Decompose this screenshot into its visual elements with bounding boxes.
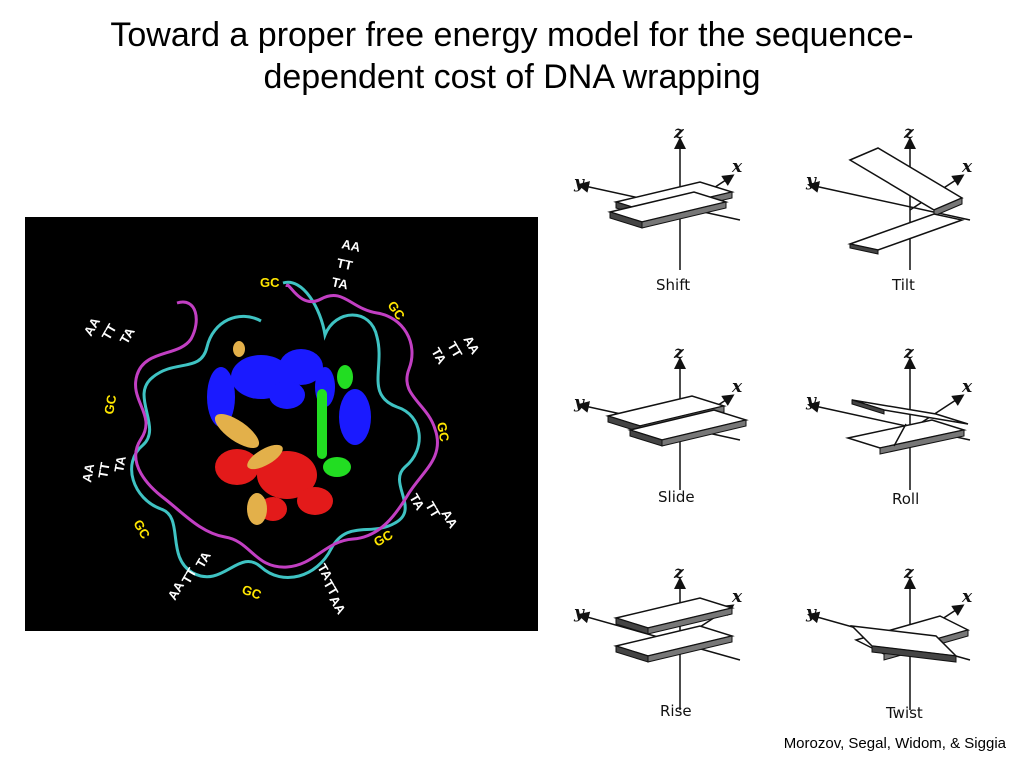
label-ta-left-lower: TA bbox=[111, 454, 129, 473]
rise-diagram: z y x Rise bbox=[573, 563, 743, 720]
label-ta-bottom-right: TA bbox=[314, 561, 335, 583]
slide-z-label: z bbox=[673, 343, 684, 363]
label-tt-left: TT bbox=[99, 321, 120, 342]
slide-x-label: x bbox=[731, 377, 743, 397]
label-gc-left: GC bbox=[101, 393, 119, 415]
label-tt-bottom-left: TT bbox=[179, 565, 200, 586]
label-gc-upper-right: GC bbox=[385, 298, 409, 323]
label-ta-left: TA bbox=[117, 324, 138, 346]
shift-z-label: z bbox=[673, 123, 684, 143]
dna-strand-cyan bbox=[130, 280, 421, 579]
slide-diagram: z y x Slide bbox=[573, 343, 749, 506]
twist-z-label: z bbox=[903, 563, 914, 583]
slide-label: Slide bbox=[658, 488, 695, 506]
label-ta-right-lower: TA bbox=[406, 491, 427, 513]
rise-label: Rise bbox=[660, 702, 692, 720]
roll-diagram: z y x Roll bbox=[805, 343, 973, 508]
label-tt-right-lower: TT bbox=[422, 499, 443, 520]
roll-label: Roll bbox=[892, 490, 919, 508]
nucleosome-image: AA TT TA GC GC AA TT TA AA TT TA GC GC A… bbox=[25, 217, 538, 631]
twist-diagram: z y x Twist bbox=[805, 563, 973, 722]
roll-y-label: y bbox=[805, 391, 817, 411]
shift-label: Shift bbox=[656, 276, 690, 294]
rise-z-label: z bbox=[673, 563, 684, 583]
label-ta-top: TA bbox=[330, 274, 350, 292]
label-gc-lower-left: GC bbox=[130, 517, 153, 542]
label-ta-bottom-left: TA bbox=[193, 548, 214, 570]
shift-x-label: x bbox=[731, 157, 743, 177]
label-aa-left-lower: AA bbox=[79, 462, 97, 484]
slide-title: Toward a proper free energy model for th… bbox=[0, 14, 1024, 98]
tilt-label: Tilt bbox=[891, 276, 915, 294]
title-line-2: dependent cost of DNA wrapping bbox=[263, 58, 761, 96]
histone-blue bbox=[207, 349, 371, 445]
label-tt-top: TT bbox=[335, 255, 354, 273]
twist-y-label: y bbox=[805, 603, 817, 623]
label-aa-top: AA bbox=[340, 236, 362, 255]
label-gc-right: GC bbox=[434, 421, 452, 443]
tilt-y-label: y bbox=[805, 171, 817, 191]
label-gc-bottom: GC bbox=[240, 582, 264, 603]
label-aa-right: AA bbox=[460, 333, 483, 357]
label-tt-bottom-right: TT bbox=[320, 577, 341, 598]
slide-y-label: y bbox=[573, 393, 585, 413]
author-credit: Morozov, Segal, Widom, & Siggia bbox=[783, 735, 1006, 752]
label-tt-right: TT bbox=[444, 339, 465, 360]
roll-x-label: x bbox=[961, 377, 973, 397]
step-parameter-diagrams: z y x Shift z y x Tilt bbox=[560, 120, 1000, 730]
twist-label: Twist bbox=[885, 704, 923, 722]
label-gc-top: GC bbox=[260, 275, 280, 290]
rise-y-label: y bbox=[573, 603, 585, 623]
label-tt-left-lower: TT bbox=[95, 461, 113, 479]
twist-x-label: x bbox=[961, 587, 973, 607]
tilt-diagram: z y x Tilt bbox=[805, 123, 973, 294]
histone-green bbox=[317, 365, 353, 477]
shift-y-label: y bbox=[573, 173, 585, 193]
roll-z-label: z bbox=[903, 343, 914, 363]
tilt-z-label: z bbox=[903, 123, 914, 143]
base-step-labels: AA TT TA GC GC AA TT TA AA TT TA GC GC A… bbox=[79, 236, 483, 617]
nucleosome-figure: AA TT TA GC GC AA TT TA AA TT TA GC GC A… bbox=[79, 236, 483, 617]
tilt-x-label: x bbox=[961, 157, 973, 177]
shift-diagram: z y x Shift bbox=[573, 123, 743, 294]
title-line-1: Toward a proper free energy model for th… bbox=[110, 16, 914, 54]
step-parameter-figure: z y x Shift z y x Tilt bbox=[573, 123, 973, 722]
label-ta-right: TA bbox=[428, 345, 449, 367]
rise-x-label: x bbox=[731, 587, 743, 607]
histone-gold bbox=[214, 341, 283, 525]
dna-strand-magenta bbox=[134, 283, 439, 569]
